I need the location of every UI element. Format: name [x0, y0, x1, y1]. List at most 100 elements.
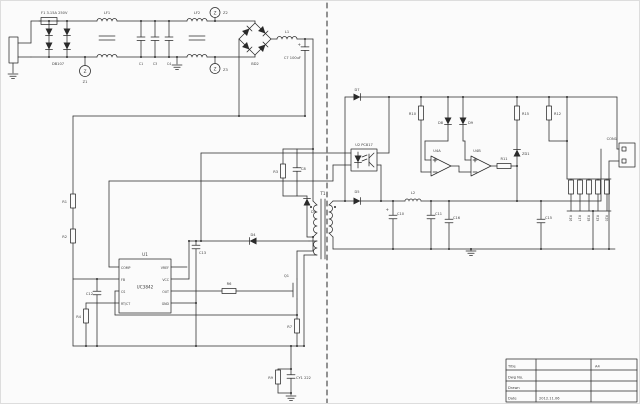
earth-ground-icon: [171, 64, 183, 70]
opamp-b: [470, 155, 492, 177]
title-block-row-label: Title: [507, 365, 516, 369]
label-r9: R9: [268, 376, 273, 380]
primary-winding: [313, 204, 318, 234]
startup-resistor: [70, 193, 76, 209]
label-fuse: F1 3.15A 250V: [41, 11, 68, 15]
opto-body: [350, 148, 378, 172]
label-u4a: U4A: [433, 149, 441, 153]
label-r18: R18: [587, 215, 591, 221]
plus-mark: +: [385, 207, 389, 212]
earth-ground-icon: [7, 73, 19, 79]
resistor-bank: [566, 178, 612, 250]
label-r4: R4: [76, 315, 81, 319]
earth-terminal-z2: [209, 7, 221, 18]
divider-resistor: [418, 105, 424, 121]
title-block: Title Dwg No. Drawn Date 2012.11.06 A4: [505, 358, 638, 403]
output-inductor: [404, 198, 422, 202]
label-c15: C15: [545, 216, 552, 220]
label-z3: Z3: [223, 68, 228, 72]
output-diode: [353, 197, 361, 205]
label-l2: L2: [411, 191, 415, 195]
label-c7: C7 100uF: [284, 56, 301, 60]
zener-diode: [513, 149, 521, 157]
label-t1: T1: [319, 191, 326, 196]
label-d9: D9: [468, 121, 474, 125]
label-r1: R1: [62, 200, 67, 204]
title-block-sheet-size: A4: [595, 365, 600, 369]
label-r6: R6: [227, 282, 232, 286]
label-r7: R7: [287, 325, 292, 329]
label-c1: C1: [139, 62, 143, 66]
bleed-resistor: [275, 369, 281, 385]
label-c16: C16: [453, 216, 461, 220]
main-transformer: [296, 198, 336, 347]
aux-diode: [249, 237, 257, 245]
ac-plug: [8, 36, 19, 64]
feedback-resistor: [496, 163, 512, 169]
snubber-capacitor: [292, 167, 302, 172]
label-u4b: U4B: [473, 149, 481, 153]
label-r10: R10: [409, 112, 417, 116]
rt-resistor: [83, 308, 89, 324]
bus-inductor: [276, 36, 298, 40]
label-l1: L1: [285, 30, 289, 34]
earth-terminal-z3: [209, 63, 221, 74]
secondary-winding: [328, 204, 333, 234]
label-bridge2: BD2: [251, 62, 259, 66]
title-block-date: 2012.11.06: [539, 397, 560, 401]
label-r3: R3: [273, 170, 278, 174]
vcc-capacitor: [191, 244, 201, 250]
label-c8: C8: [301, 167, 307, 171]
diode-icon: [45, 28, 53, 36]
label-d3: D3: [311, 210, 316, 214]
label-u1-part: UC3842: [137, 285, 154, 290]
title-block-row-label: Dwg No.: [508, 376, 523, 380]
opamp-a: [430, 155, 452, 177]
fb-capacitor: [92, 290, 102, 296]
gate-resistor: [221, 288, 237, 294]
pin-out: OUT: [162, 290, 169, 294]
label-cy1: CY1 222: [296, 376, 311, 380]
label-d5: D5: [354, 190, 359, 194]
ac-input-section: [7, 7, 256, 79]
label-c4: C4: [167, 62, 171, 66]
label-c10: C10: [397, 212, 405, 216]
label-r20: R20: [605, 215, 609, 221]
ic-body: [118, 258, 172, 314]
bridge-rectifier: [238, 22, 272, 56]
z-symbol: Z: [84, 69, 87, 74]
label-u1: U1: [142, 252, 148, 257]
label-r19: R19: [596, 215, 600, 221]
label-r16: R16: [569, 215, 573, 221]
reference-diode: [444, 117, 452, 125]
label-r11: R11: [500, 157, 507, 161]
ground-icon: [465, 250, 477, 256]
aux-rail-diode: [353, 93, 361, 101]
earth-terminal-z1: [79, 65, 91, 77]
label-c11: C11: [435, 212, 442, 216]
opto-led: [354, 155, 362, 163]
pin-comp: COMP: [121, 266, 130, 270]
z-symbol: Z: [214, 11, 217, 16]
label-d7: D7: [354, 88, 359, 92]
label-c3: C3: [153, 62, 157, 66]
label-lf1: LF1: [104, 11, 110, 15]
label-r15: R15: [522, 112, 529, 116]
sense-resistor: [294, 318, 300, 334]
label-r17: R17: [578, 215, 582, 221]
label-u2: U2 PC817: [355, 143, 373, 147]
snubber-clamp: [280, 148, 314, 238]
z-symbol: Z: [214, 67, 217, 72]
optocoupler: [108, 96, 390, 268]
pin-fb: FB: [121, 278, 125, 282]
title-block-row-label: Drawn: [508, 386, 520, 390]
aux-winding: [313, 240, 318, 256]
label-r2: R2: [62, 235, 67, 239]
pin-gnd: GND: [162, 302, 170, 306]
label-zd1: ZD1: [522, 152, 530, 156]
label-q1: Q1: [284, 274, 289, 278]
label-z1: Z1: [83, 80, 88, 84]
pin-cs: CS: [121, 290, 125, 294]
label-con1: CON1: [607, 137, 617, 141]
